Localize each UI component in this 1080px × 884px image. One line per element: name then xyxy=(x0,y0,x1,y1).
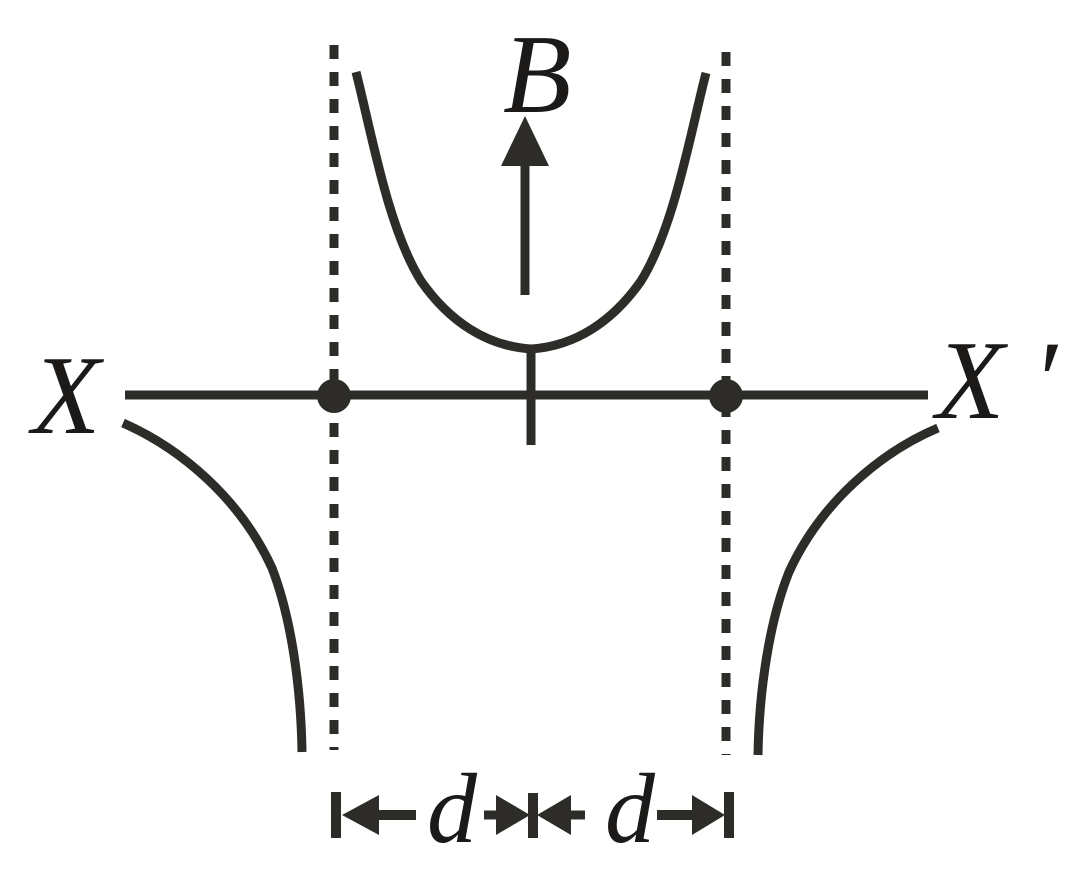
up-arrowhead-icon xyxy=(501,116,549,166)
field-curve-right-outer xyxy=(753,423,940,756)
distance-label-left: d xyxy=(427,753,478,864)
distance-label-right: d xyxy=(605,753,656,864)
left-wire-dot xyxy=(317,379,351,413)
b-field-arrow xyxy=(501,116,549,295)
right-arrowhead-icon xyxy=(692,795,725,835)
left-arrowhead-icon xyxy=(342,795,379,835)
right-wire-dot xyxy=(709,379,743,413)
left-arrowhead-icon xyxy=(537,795,571,835)
axis-label-left: X xyxy=(28,334,105,458)
right-arrowhead-icon xyxy=(496,795,530,835)
distance-dimension: d d xyxy=(331,753,734,864)
distance-marker-left: d xyxy=(342,753,530,864)
field-curve-left-outer xyxy=(121,418,307,753)
b-field-label: B xyxy=(503,13,571,137)
distance-marker-right: d xyxy=(537,753,725,864)
axis-label-right: X ′ xyxy=(932,319,1058,443)
field-curve-between-wires xyxy=(351,70,711,354)
